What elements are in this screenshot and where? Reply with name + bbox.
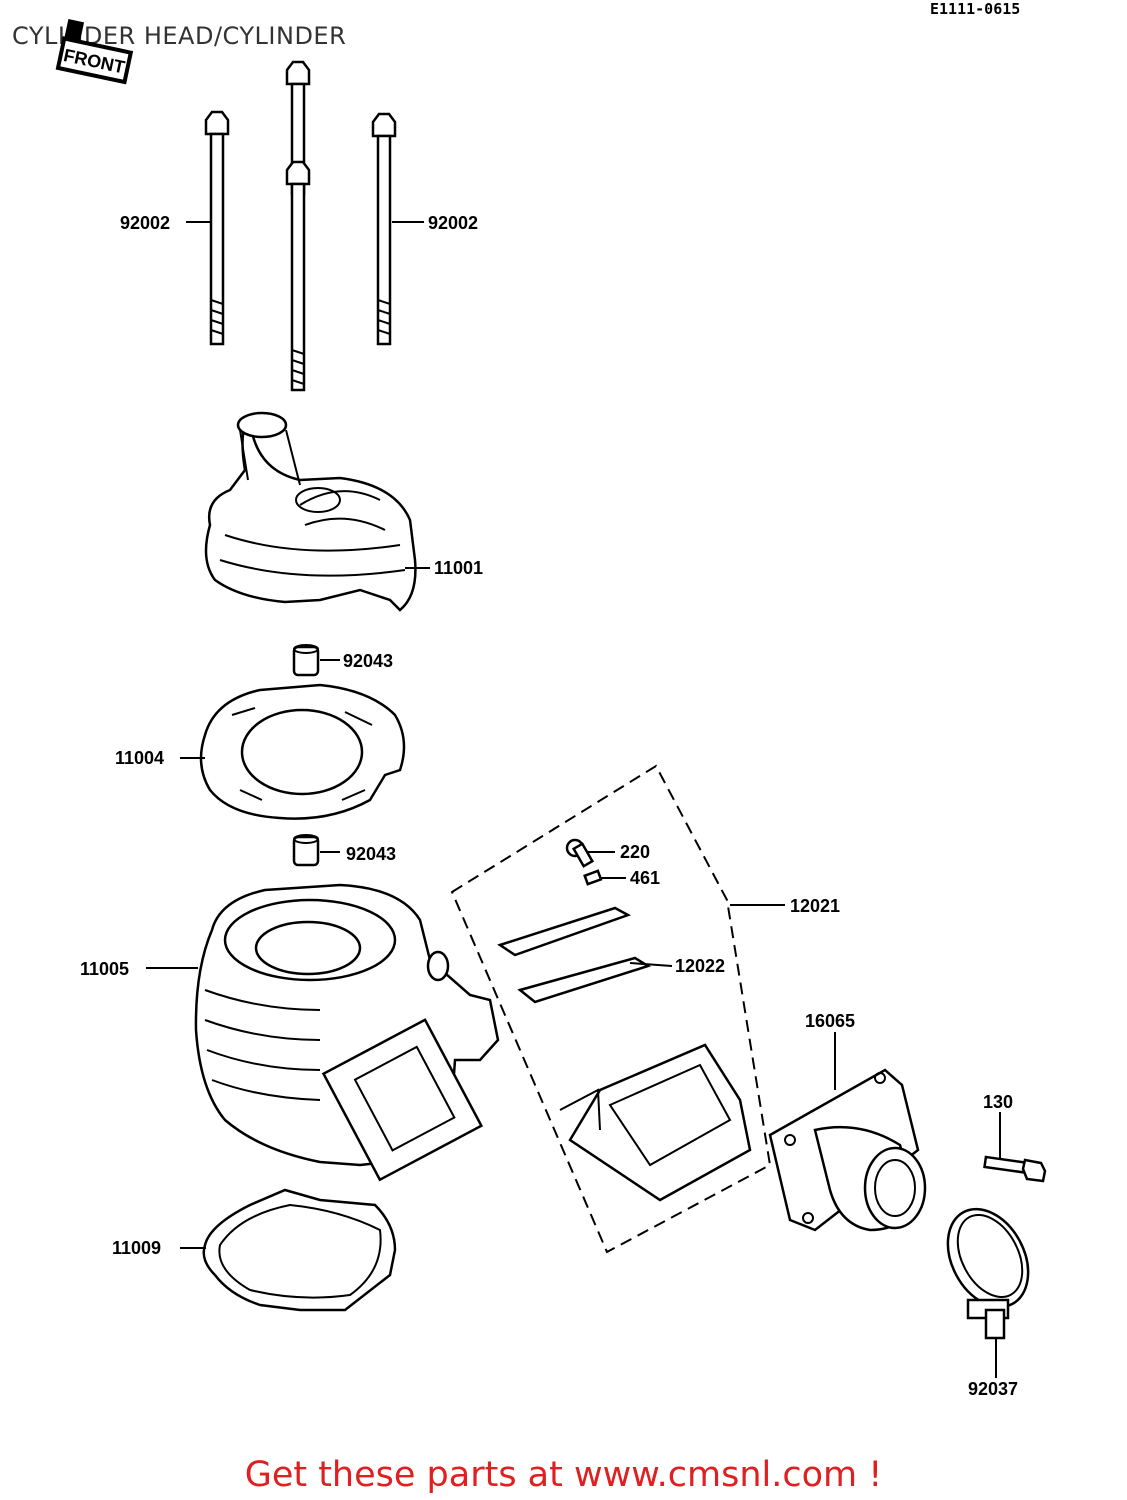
reed-valve-assy-12021 bbox=[450, 764, 772, 1254]
head-gasket-11004 bbox=[199, 683, 406, 820]
part-label-11004: 11004 bbox=[115, 748, 164, 768]
part-label-16065: 16065 bbox=[805, 1011, 855, 1031]
dowel-pin-92043-lower bbox=[292, 834, 320, 867]
leader-lines bbox=[146, 221, 1001, 1378]
part-label-130: 130 bbox=[983, 1092, 1013, 1112]
base-gasket-11009 bbox=[202, 1188, 397, 1312]
footer-link[interactable]: Get these parts at www.cmsnl.com ! bbox=[244, 1455, 883, 1495]
cylinder-stud-92002 bbox=[204, 60, 397, 392]
part-label-12021: 12021 bbox=[790, 896, 840, 916]
intake-manifold-16065 bbox=[768, 1068, 927, 1232]
part-label-11005: 11005 bbox=[80, 959, 129, 979]
part-label-92002-right: 92002 bbox=[428, 213, 478, 233]
diagram-id: E1111-0615 bbox=[930, 0, 1021, 18]
front-indicator: FRONT bbox=[55, 18, 134, 85]
part-label-12022: 12022 bbox=[675, 956, 725, 976]
cylinder-head-11001 bbox=[204, 411, 417, 612]
part-label-461: 461 bbox=[630, 868, 660, 888]
cylinder-11005 bbox=[194, 883, 500, 1182]
part-label-92002-left: 92002 bbox=[120, 213, 170, 233]
part-label-92043-upper: 92043 bbox=[343, 651, 393, 671]
part-label-220: 220 bbox=[620, 842, 650, 862]
hose-clamp-92037 bbox=[946, 1207, 1030, 1340]
part-label-11009: 11009 bbox=[112, 1238, 161, 1258]
part-label-92037: 92037 bbox=[968, 1379, 1018, 1399]
part-label-11001: 11001 bbox=[434, 558, 483, 578]
bolt-130 bbox=[983, 1155, 1047, 1183]
part-label-92043-lower: 92043 bbox=[346, 844, 396, 864]
dowel-pin-92043-upper bbox=[292, 644, 320, 677]
